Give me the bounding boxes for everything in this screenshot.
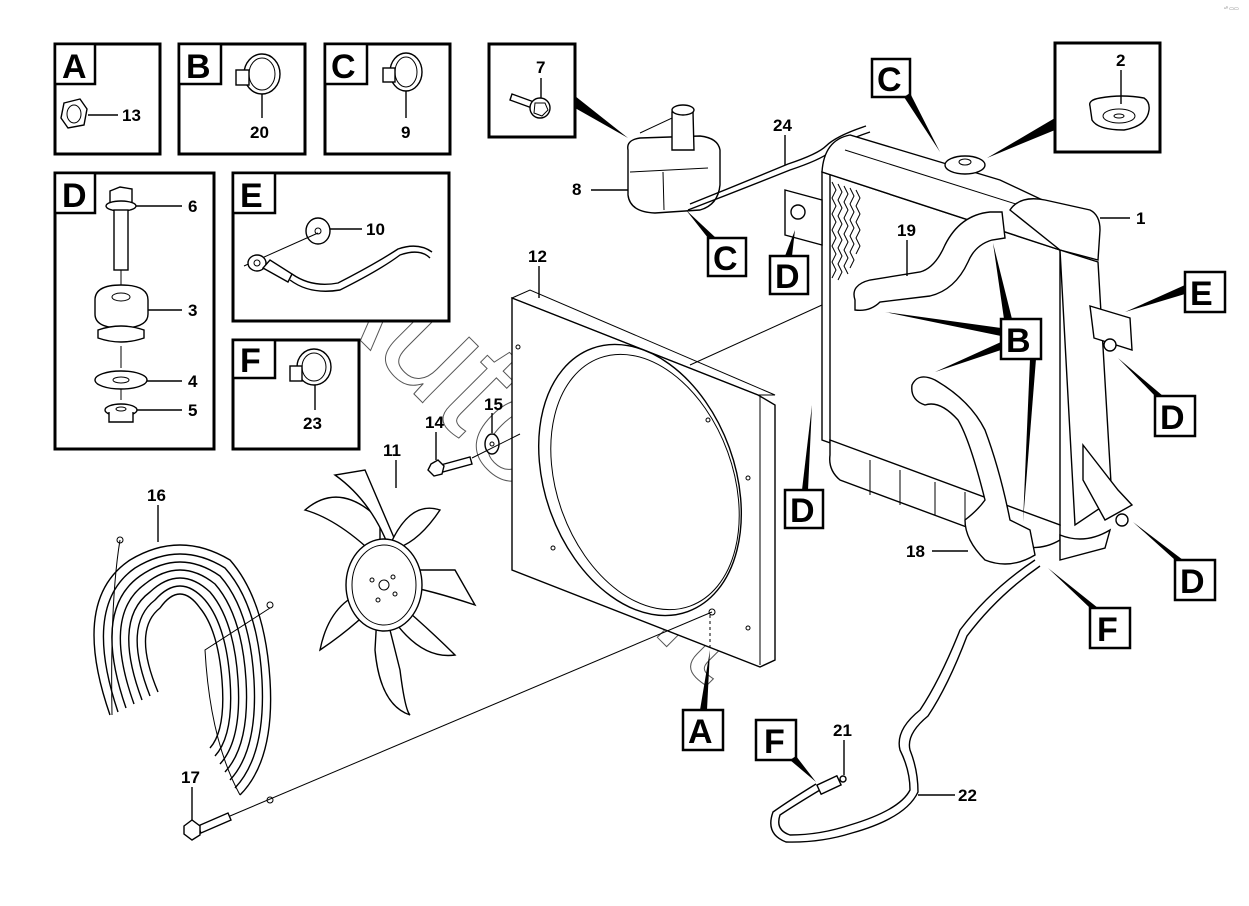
part-13-label: 13 <box>122 106 141 125</box>
inset-e[interactable]: E 10 <box>231 171 451 323</box>
part-7-label: 7 <box>536 58 545 77</box>
part-18-label: 18 <box>906 542 925 561</box>
hex-nut-icon <box>60 98 88 129</box>
radiator-cap-icon <box>1089 95 1150 131</box>
part-1-label: 1 <box>1136 209 1145 228</box>
part-8-label: 8 <box>572 180 581 199</box>
part-19-label: 19 <box>897 221 916 240</box>
callout-f-valve[interactable]: F <box>754 718 816 782</box>
fan-shroud[interactable] <box>503 289 777 668</box>
svg-text:B: B <box>1006 322 1031 360</box>
radiator-core-mesh <box>831 181 861 281</box>
hose-clamp-icon <box>382 52 423 92</box>
callout-d-bottom-mount[interactable]: D <box>1133 522 1217 602</box>
radiator-left-bracket <box>784 189 823 246</box>
expansion-tank[interactable] <box>627 104 721 214</box>
radiator[interactable] <box>821 134 1134 561</box>
part-5-label: 5 <box>188 401 197 420</box>
flange-bolt-icon <box>509 93 551 119</box>
inset-a[interactable]: A 13 <box>53 42 162 156</box>
svg-text:C: C <box>877 61 902 99</box>
drain-hose-22[interactable] <box>778 559 1036 836</box>
part-14-label: 14 <box>425 413 444 432</box>
svg-text:C: C <box>713 240 738 278</box>
inset-e-letter: E <box>240 177 263 215</box>
bolt-14[interactable] <box>427 456 473 477</box>
inset-f[interactable]: F 23 <box>231 338 361 451</box>
svg-text:A: A <box>688 713 713 751</box>
svg-text:F: F <box>764 723 785 761</box>
inset-d-letter: D <box>62 177 87 215</box>
part-22-label: 22 <box>958 786 977 805</box>
inset-f-letter: F <box>240 342 261 380</box>
inset-c-letter: C <box>331 48 356 86</box>
callout-d-lower-mount[interactable]: D <box>783 405 825 530</box>
part-2-label: 2 <box>1116 51 1125 70</box>
svg-text:E: E <box>1190 275 1213 313</box>
part-3-label: 3 <box>188 301 197 320</box>
corner-mark: ⁿ⁰ ▭▭ <box>1224 6 1239 12</box>
drain-valve-21[interactable] <box>815 774 847 796</box>
part-16-label: 16 <box>147 486 166 505</box>
hose-clamp-icon <box>235 53 281 95</box>
callout-d-right-mount[interactable]: D <box>1118 358 1197 438</box>
callout-a-shroud[interactable]: A <box>681 650 725 752</box>
fan-11[interactable] <box>303 469 477 716</box>
rubber-mount-icon <box>94 186 149 423</box>
part-23-label: 23 <box>303 414 322 433</box>
part-21-label: 21 <box>833 721 852 740</box>
svg-text:F: F <box>1097 611 1118 649</box>
svg-text:D: D <box>790 492 815 530</box>
svg-text:D: D <box>1180 563 1205 601</box>
callout-f-drain[interactable]: F <box>1048 568 1132 650</box>
part-11-label: 11 <box>383 441 401 460</box>
inset-d[interactable]: D 6 3 4 5 <box>53 171 216 451</box>
part-4-label: 4 <box>188 372 198 391</box>
fan-guard-16[interactable] <box>93 536 274 804</box>
callout-c-radiator[interactable]: C <box>870 57 940 152</box>
svg-text:D: D <box>775 258 800 296</box>
inset-b-letter: B <box>186 48 211 86</box>
part-10-label: 10 <box>366 220 385 239</box>
part-6-label: 6 <box>188 197 197 216</box>
inset-a-letter: A <box>62 48 87 86</box>
part-9-label: 9 <box>401 123 410 142</box>
ground-cable-icon <box>243 217 433 292</box>
hose-clamp-icon <box>289 348 332 386</box>
svg-text:D: D <box>1160 399 1185 437</box>
part-20-label: 20 <box>250 123 269 142</box>
part-12-label: 12 <box>528 247 547 266</box>
bolt-17[interactable] <box>183 812 232 841</box>
part-24-label: 24 <box>773 116 792 135</box>
upper-hose-19[interactable] <box>853 211 1006 312</box>
part-17-label: 17 <box>181 768 200 787</box>
inset-b[interactable]: B 20 <box>177 42 307 156</box>
callout-d-left-bracket[interactable]: D <box>768 230 810 296</box>
inset-bolt-7[interactable]: 7 <box>487 42 628 139</box>
callout-c-tank[interactable]: C <box>686 210 748 278</box>
inset-c[interactable]: C 9 <box>323 42 452 156</box>
callout-b-hoses[interactable]: B <box>885 243 1043 522</box>
lower-hose-18[interactable] <box>911 376 1036 565</box>
inset-cap-2[interactable]: 2 <box>987 41 1162 158</box>
part-15-label: 15 <box>484 395 503 414</box>
callout-e-ground[interactable]: E <box>1125 270 1227 314</box>
